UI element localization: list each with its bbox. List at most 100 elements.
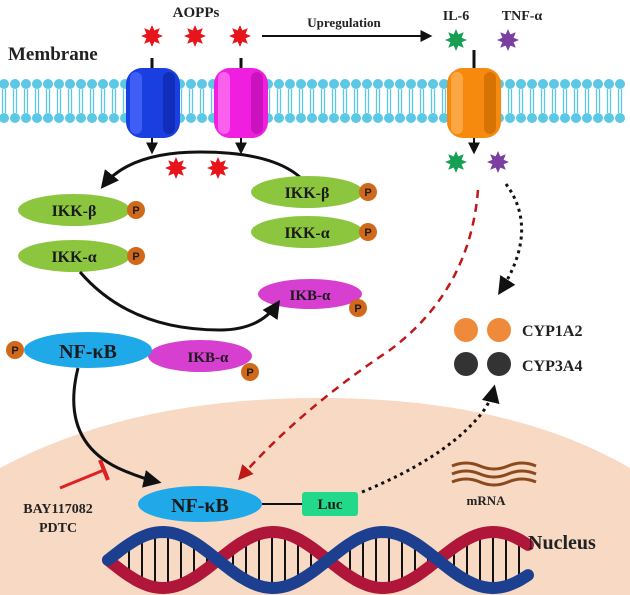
lipid-tail [1, 89, 7, 113]
lipid-tail [573, 89, 579, 113]
lipid-head [406, 113, 416, 123]
lipid-tail [419, 89, 425, 113]
lipid-tail [111, 89, 117, 113]
lipid-head [32, 113, 42, 123]
phospho-label: P [364, 227, 371, 239]
ikb-alpha-label-top: IKB-α [290, 288, 332, 304]
lipid-tail [23, 89, 29, 113]
lipid-head [428, 113, 438, 123]
ikk-beta-label-left: IKK-β [52, 203, 97, 220]
inhibitor-label-pdtc: PDTC [39, 521, 77, 536]
cyp1a2-dot [487, 318, 511, 342]
lipid-head [538, 113, 548, 123]
nfkb-oval-cytoplasm [24, 332, 152, 368]
lipid-tail [12, 89, 18, 113]
cyp3a4-dot [487, 352, 511, 376]
phospho-circle [349, 299, 367, 317]
lipid-head [109, 79, 119, 89]
lipid-head [87, 79, 97, 89]
lipid-head [439, 113, 449, 123]
cyp3a4-dot [454, 352, 478, 376]
ligand-stars [141, 25, 519, 179]
lipid-tail [617, 89, 623, 113]
luc-box [302, 492, 358, 516]
phospho-label: P [354, 303, 361, 315]
cyp1a2-dot [454, 318, 478, 342]
phospho-circle [127, 247, 145, 265]
lipid-tail [199, 89, 205, 113]
phospho-label: P [246, 367, 253, 379]
lipid-head [582, 113, 592, 123]
upregulation-label: Upregulation [307, 15, 381, 30]
lipid-head [197, 79, 207, 89]
lipid-head [186, 79, 196, 89]
tnf-dotted-arrow [498, 183, 523, 296]
lipid-head [538, 79, 548, 89]
lipid-head [560, 113, 570, 123]
lipid-tail [188, 89, 194, 113]
il6-signal-dashed-arrow [238, 189, 480, 481]
ikb-alpha-oval-bound [148, 340, 252, 372]
lipid-tail [507, 89, 513, 113]
dna-strand-blue [102, 525, 534, 595]
lipid-tail [386, 89, 392, 113]
phospho-label: P [132, 251, 139, 263]
lipid-head [340, 79, 350, 89]
lipid-head [76, 113, 86, 123]
lipid-tail [606, 89, 612, 113]
phosphorylation-arrow [78, 271, 280, 332]
lipid-tail [518, 89, 524, 113]
ligand-star [487, 151, 509, 173]
phospho-label: P [11, 345, 18, 357]
lipid-head [516, 79, 526, 89]
lipid-head [87, 113, 97, 123]
lipid-head [417, 113, 427, 123]
ikb-alpha-oval-top [258, 279, 362, 309]
lipid-head [571, 79, 581, 89]
lipid-head [527, 113, 537, 123]
lipid-head [549, 79, 559, 89]
ikb-alpha-label-bound: IKB-α [188, 350, 230, 366]
lipid-tail [353, 89, 359, 113]
phospho-label: P [364, 187, 371, 199]
lipid-tail [276, 89, 282, 113]
lipid-head [274, 79, 284, 89]
translocation-arrow [72, 367, 162, 488]
lipid-head [54, 79, 64, 89]
ligand-star [141, 25, 163, 47]
lipid-head [582, 79, 592, 89]
lipid-tail [408, 89, 414, 113]
lipid-head [0, 113, 9, 123]
lipid-head [307, 113, 317, 123]
lipid-head [21, 79, 31, 89]
inhibitor-label-bay: BAY117082 [23, 502, 93, 517]
nfkb-label-cytoplasm: NF-κB [59, 341, 117, 363]
ikk-alpha-label-left: IKK-α [51, 249, 96, 266]
lipid-tail [584, 89, 590, 113]
lipid-tail [441, 89, 447, 113]
lipid-tail [100, 89, 106, 113]
lipid-head [384, 113, 394, 123]
lipid-head [362, 113, 372, 123]
lipid-tail [540, 89, 546, 113]
luc-label: Luc [317, 497, 342, 513]
lipid-head [65, 113, 75, 123]
lipid-tail [56, 89, 62, 113]
ikk-alpha-oval-left [18, 240, 130, 272]
phospho-label: P [132, 205, 139, 217]
ikk-beta-oval-right [251, 176, 363, 208]
lipid-head [109, 113, 119, 123]
lipid-head [373, 79, 383, 89]
lipid-head [362, 79, 372, 89]
activation-arc [100, 150, 314, 193]
lipid-head [43, 79, 53, 89]
phospho-circle [6, 341, 24, 359]
lipid-head [604, 113, 614, 123]
lipid-head [98, 79, 108, 89]
lipid-head [593, 79, 603, 89]
lipid-head [76, 79, 86, 89]
lipid-tail [78, 89, 84, 113]
lipid-tail [67, 89, 73, 113]
luc-dotted-arrow [361, 384, 500, 494]
